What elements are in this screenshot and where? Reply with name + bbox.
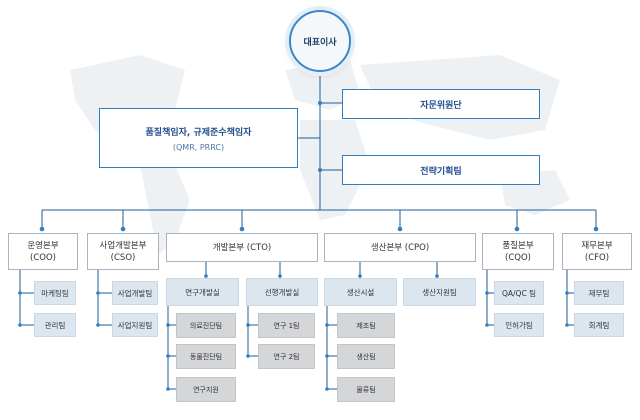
advisory-board-box: 자문위원단: [342, 89, 540, 119]
cpo-team-logistics: 물류팀: [337, 377, 395, 402]
team-label: 연구 1팀: [273, 321, 300, 330]
ceo-node: 대표이사: [289, 10, 351, 72]
cto-team-research-support: 연구지원: [176, 377, 236, 402]
cfo-name: 재무본부: [581, 240, 613, 251]
lab-label: 연구개발실: [185, 287, 220, 297]
lab-label: 선행개발실: [264, 287, 300, 297]
cto-team-animal-dx: 동물진단팀: [176, 344, 236, 369]
cpo-team-production: 생산팀: [337, 344, 395, 369]
cqo-team-licensing: 인허가팀: [494, 313, 544, 337]
strategy-team-box: 전략기획팀: [342, 155, 540, 185]
team-label: 제조팀: [356, 321, 376, 330]
cfo-team-finance: 재무팀: [574, 281, 624, 305]
cfo-division: 재무본부 (CFO): [562, 233, 632, 270]
quality-officer-box: 품질책임자, 규제준수책임자 (QMR, PRRC): [99, 108, 298, 168]
cso-code: (CSO): [110, 252, 136, 263]
cso-division: 사업개발본부 (CSO): [87, 233, 159, 270]
team-label: 의료진단팀: [189, 321, 223, 330]
coo-team-admin: 관리팀: [34, 313, 76, 337]
cto-team-medical-dx: 의료진단팀: [176, 313, 236, 338]
cqo-code: (CQO): [505, 252, 531, 263]
cto-research-lab: 연구개발실: [166, 278, 239, 306]
coo-division: 운영본부 (COO): [8, 233, 78, 270]
quality-officer-subtitle: (QMR, PRRC): [172, 142, 225, 152]
cpo-team-manufacturing: 제조팀: [337, 313, 395, 338]
team-label: 연구지원: [193, 385, 219, 394]
cqo-name: 품질본부: [502, 240, 534, 251]
team-label: 회계팀: [588, 320, 610, 330]
team-label: 사업개발팀: [117, 288, 153, 298]
team-label: 인허가팀: [505, 320, 533, 330]
ceo-label: 대표이사: [303, 37, 337, 48]
team-label: 사업지원팀: [117, 320, 153, 330]
coo-team-marketing: 마케팅팀: [34, 281, 76, 305]
cpo-division: 생산본부 (CPO): [324, 233, 476, 262]
advisory-board-label: 자문위원단: [420, 100, 462, 111]
cto-division: 개발본부 (CTO): [166, 233, 318, 262]
team-label: 물류팀: [356, 385, 376, 394]
cso-team-bizsupport: 사업지원팀: [112, 313, 158, 337]
cso-name: 사업개발본부: [99, 240, 147, 251]
cpo-name: 생산본부 (CPO): [370, 242, 430, 253]
strategy-team-label: 전략기획팀: [420, 166, 462, 177]
cto-name: 개발본부 (CTO): [212, 242, 272, 253]
cto-advanced-lab: 선행개발실: [246, 278, 318, 306]
cto-team-research-1: 연구 1팀: [258, 313, 315, 338]
lab-label: 생산시설: [346, 287, 375, 297]
cqo-division: 품질본부 (CQO): [482, 233, 554, 270]
coo-name: 운영본부: [27, 240, 59, 251]
team-label: 동물진단팀: [189, 352, 223, 361]
team-label: 재무팀: [588, 288, 610, 298]
cso-team-bizdev: 사업개발팀: [112, 281, 158, 305]
team-label: 생산팀: [356, 352, 376, 361]
team-label: 마케팅팀: [41, 288, 69, 298]
cfo-team-accounting: 회계팀: [574, 313, 624, 337]
quality-officer-title: 품질책임자, 규제준수책임자: [145, 127, 252, 138]
cpo-production-support: 생산지원팀: [403, 278, 476, 306]
cfo-code: (CFO): [584, 252, 610, 263]
team-label: 관리팀: [44, 320, 66, 330]
cqo-team-qaqc: QA/QC 팀: [494, 281, 544, 305]
coo-code: (COO): [30, 252, 56, 263]
team-label: 생산지원팀: [422, 287, 457, 297]
team-label: 연구 2팀: [273, 352, 300, 361]
cpo-production-facility: 생산시설: [324, 278, 397, 306]
team-label: QA/QC 팀: [502, 288, 536, 298]
cto-team-research-2: 연구 2팀: [258, 344, 315, 369]
